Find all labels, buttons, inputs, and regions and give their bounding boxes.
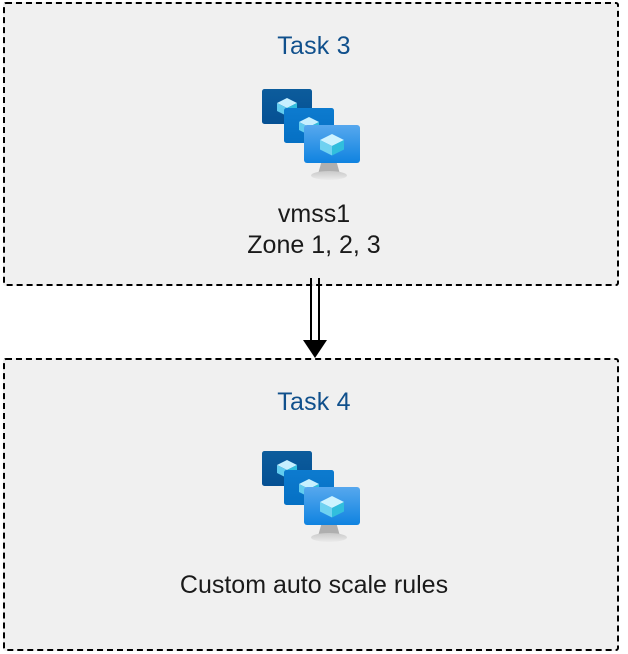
node-label-vmss-name: vmss1	[277, 200, 351, 228]
azure-vm-scale-set-icon-graphic	[262, 451, 360, 542]
azure-vm-scale-set-icon	[0, 448, 628, 546]
task-title-task-3: Task 3	[277, 32, 351, 60]
azure-vm-scale-set-icon-graphic	[262, 89, 360, 180]
azure-vm-scale-set-icon	[0, 86, 628, 184]
connector-task3-to-task4	[303, 278, 327, 358]
node-labels-task-3: vmss1 Zone 1, 2, 3	[0, 199, 628, 261]
task-title-task-4: Task 4	[277, 388, 351, 416]
node-labels-task-4: Custom auto scale rules	[0, 570, 628, 601]
node-label-autoscale-rules: Custom auto scale rules	[179, 571, 449, 599]
node-label-zones: Zone 1, 2, 3	[247, 231, 381, 259]
